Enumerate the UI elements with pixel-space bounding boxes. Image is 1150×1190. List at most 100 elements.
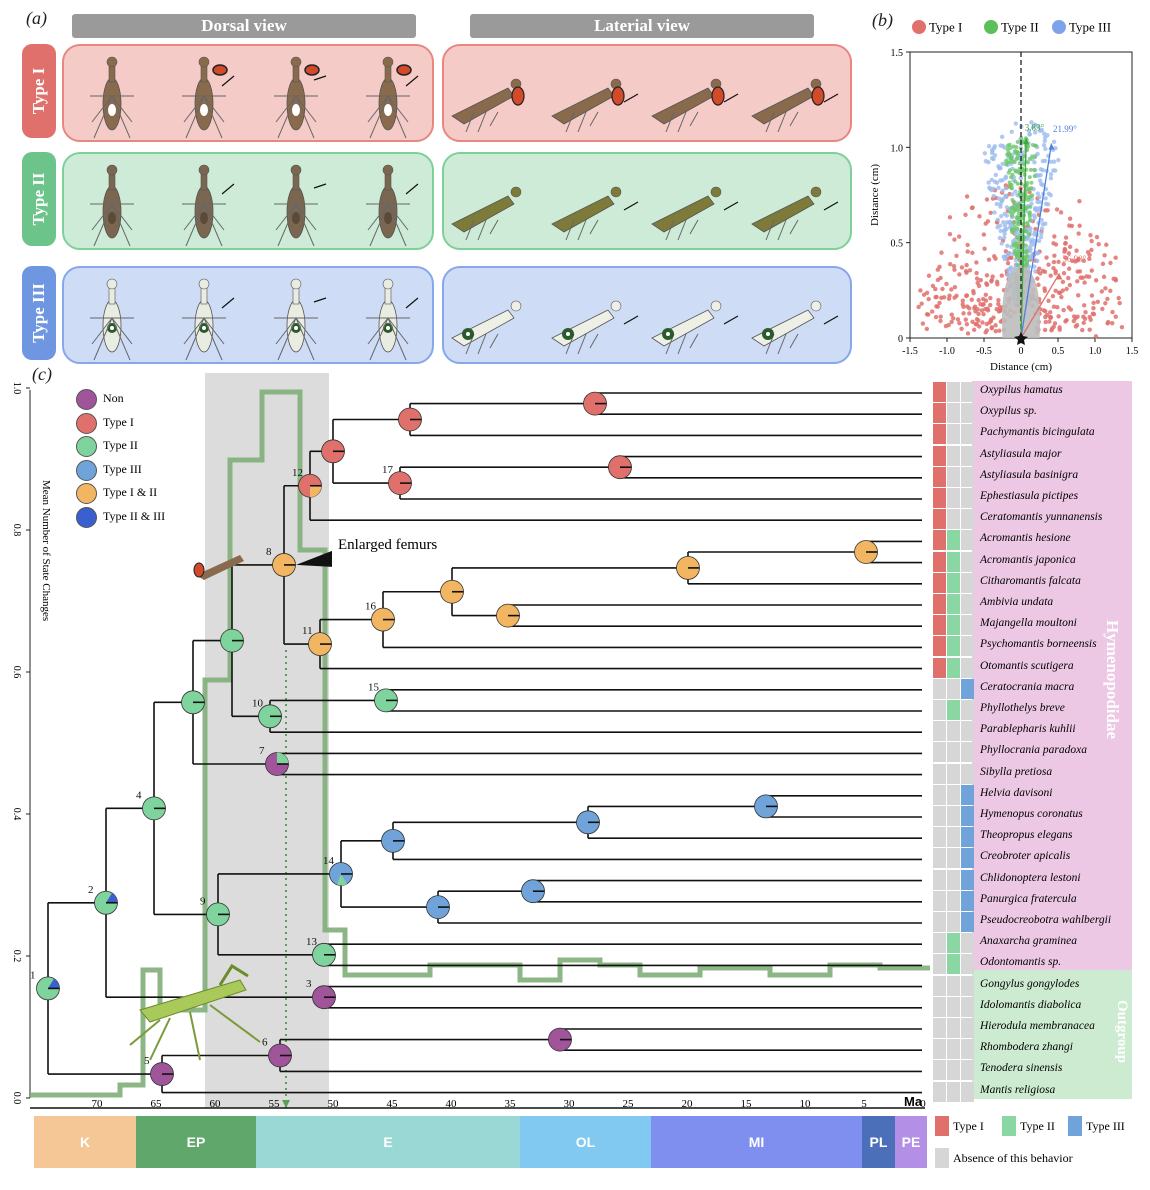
legend-text: Type I & II <box>103 485 158 499</box>
lateral-mantis <box>751 300 839 355</box>
lateral-mantis-figures <box>451 78 839 133</box>
hymenopodidae-band <box>972 381 1132 970</box>
species-name: Astyliasula basinigra <box>980 468 1079 481</box>
dorsal-mantis <box>90 278 134 361</box>
node-pie <box>258 704 282 729</box>
x-tick-label: -1.0 <box>939 346 955 357</box>
species-name: Creobroter apicalis <box>980 850 1071 863</box>
y-tick-label: 1.0 <box>891 143 904 154</box>
enlarged-femurs-label: Enlarged femurs <box>338 537 438 553</box>
row-tag-type-2: Type II <box>22 152 56 246</box>
matrix-cell <box>947 572 960 593</box>
node-pie <box>608 455 632 480</box>
species-name: Hymenopus coronatus <box>980 808 1083 820</box>
node-pie <box>398 407 422 432</box>
matrix-cell <box>961 551 974 572</box>
legend-swatch <box>1068 1116 1082 1136</box>
matrix-cell <box>947 636 960 657</box>
species-name: Oxypilus hamatus <box>980 384 1063 396</box>
species-name: Ephestiasula pictipes <box>980 490 1079 502</box>
x-tick-label: 1.5 <box>1126 346 1139 357</box>
node-pie <box>94 890 118 915</box>
matrix-cell <box>933 721 946 742</box>
matrix-cell <box>947 742 960 763</box>
green-mantis-icon <box>129 963 261 1061</box>
matrix-cell <box>947 1060 960 1081</box>
era-ol: OL <box>520 1116 651 1168</box>
time-tick-label: 25 <box>622 1098 634 1110</box>
matrix-cell <box>961 933 974 954</box>
matrix-cell <box>933 509 946 530</box>
time-tick-label: 60 <box>209 1098 221 1110</box>
angle-label: 56.90° <box>1062 254 1086 264</box>
time-unit-label: Ma <box>904 1094 923 1109</box>
lateral-mantis <box>651 300 739 355</box>
legend-swatch <box>76 389 97 410</box>
species-name: Ceratomantis yunnanensis <box>980 511 1103 524</box>
outgroup-band <box>972 970 1132 1099</box>
row-tag-type-1: Type I <box>22 44 56 138</box>
node-number: 6 <box>262 1037 268 1049</box>
matrix-cell <box>933 763 946 784</box>
matrix-cell <box>933 848 946 869</box>
matrix-cell <box>933 657 946 678</box>
node-pie <box>583 391 607 416</box>
node-pie <box>496 603 520 628</box>
species-name: Idolomantis diabolica <box>980 998 1082 1011</box>
node-number: 5 <box>144 1055 150 1067</box>
legend-swatch <box>76 436 97 457</box>
matrix-cell <box>961 678 974 699</box>
matrix-cell <box>961 996 974 1017</box>
species-name: Psychomantis borneensis <box>980 638 1097 651</box>
matrix-cell <box>961 869 974 890</box>
matrix-cell <box>947 954 960 975</box>
era-mi: MI <box>651 1116 862 1168</box>
matrix-cell <box>933 594 946 614</box>
lateral-mantis <box>751 78 839 133</box>
matrix-cell <box>961 657 974 678</box>
matrix-cell <box>947 721 960 742</box>
matrix-cell <box>933 382 946 402</box>
scatter-legend-item: Type III <box>1052 18 1111 38</box>
legend-swatch <box>1002 1116 1016 1136</box>
legend-swatch <box>76 459 97 481</box>
matrix-cell <box>933 615 946 636</box>
panel-b-label: (b) <box>872 10 893 30</box>
x-tick-label: 0 <box>1019 346 1024 357</box>
species-name: Astyliasula major <box>980 447 1062 460</box>
node-number: 7 <box>259 745 265 757</box>
matrix-cell <box>947 1039 960 1060</box>
time-tick-label: 5 <box>861 1098 867 1110</box>
node-pie <box>854 540 878 564</box>
matrix-cell <box>933 445 946 466</box>
species-name: Hierodula membranacea <box>980 1020 1095 1032</box>
matrix-cell <box>961 488 974 508</box>
time-tick-label: 70 <box>91 1098 103 1110</box>
matrix-cell <box>933 954 946 975</box>
dorsal-mantis <box>90 56 134 139</box>
matrix-cell <box>947 784 960 805</box>
matrix-cell <box>947 848 960 869</box>
matrix-cell <box>933 806 946 826</box>
matrix-cell <box>961 615 974 636</box>
legend-text: Type III <box>103 461 142 476</box>
time-tick-label: 40 <box>445 1098 457 1110</box>
dorsal-mantis <box>366 164 419 247</box>
y-axis-label: Distance (cm) <box>869 164 881 226</box>
node-number: 4 <box>136 789 142 801</box>
matrix-cell <box>947 445 960 466</box>
dorsal-mantis <box>366 56 419 139</box>
species-name: Oxypilus sp. <box>980 405 1037 418</box>
matrix-cell <box>961 1081 974 1102</box>
time-tick-label: 55 <box>268 1098 280 1110</box>
node-number: 15 <box>368 681 380 693</box>
node-number: 11 <box>302 625 313 637</box>
species-name: Tenodera sinensis <box>980 1062 1063 1075</box>
matrix-cell <box>933 700 946 720</box>
matrix-cell <box>947 806 960 826</box>
matrix-cell <box>961 382 974 402</box>
lateral-mantis-figures <box>451 300 839 355</box>
legend-swatch <box>935 1116 949 1136</box>
era-k: K <box>34 1116 136 1168</box>
